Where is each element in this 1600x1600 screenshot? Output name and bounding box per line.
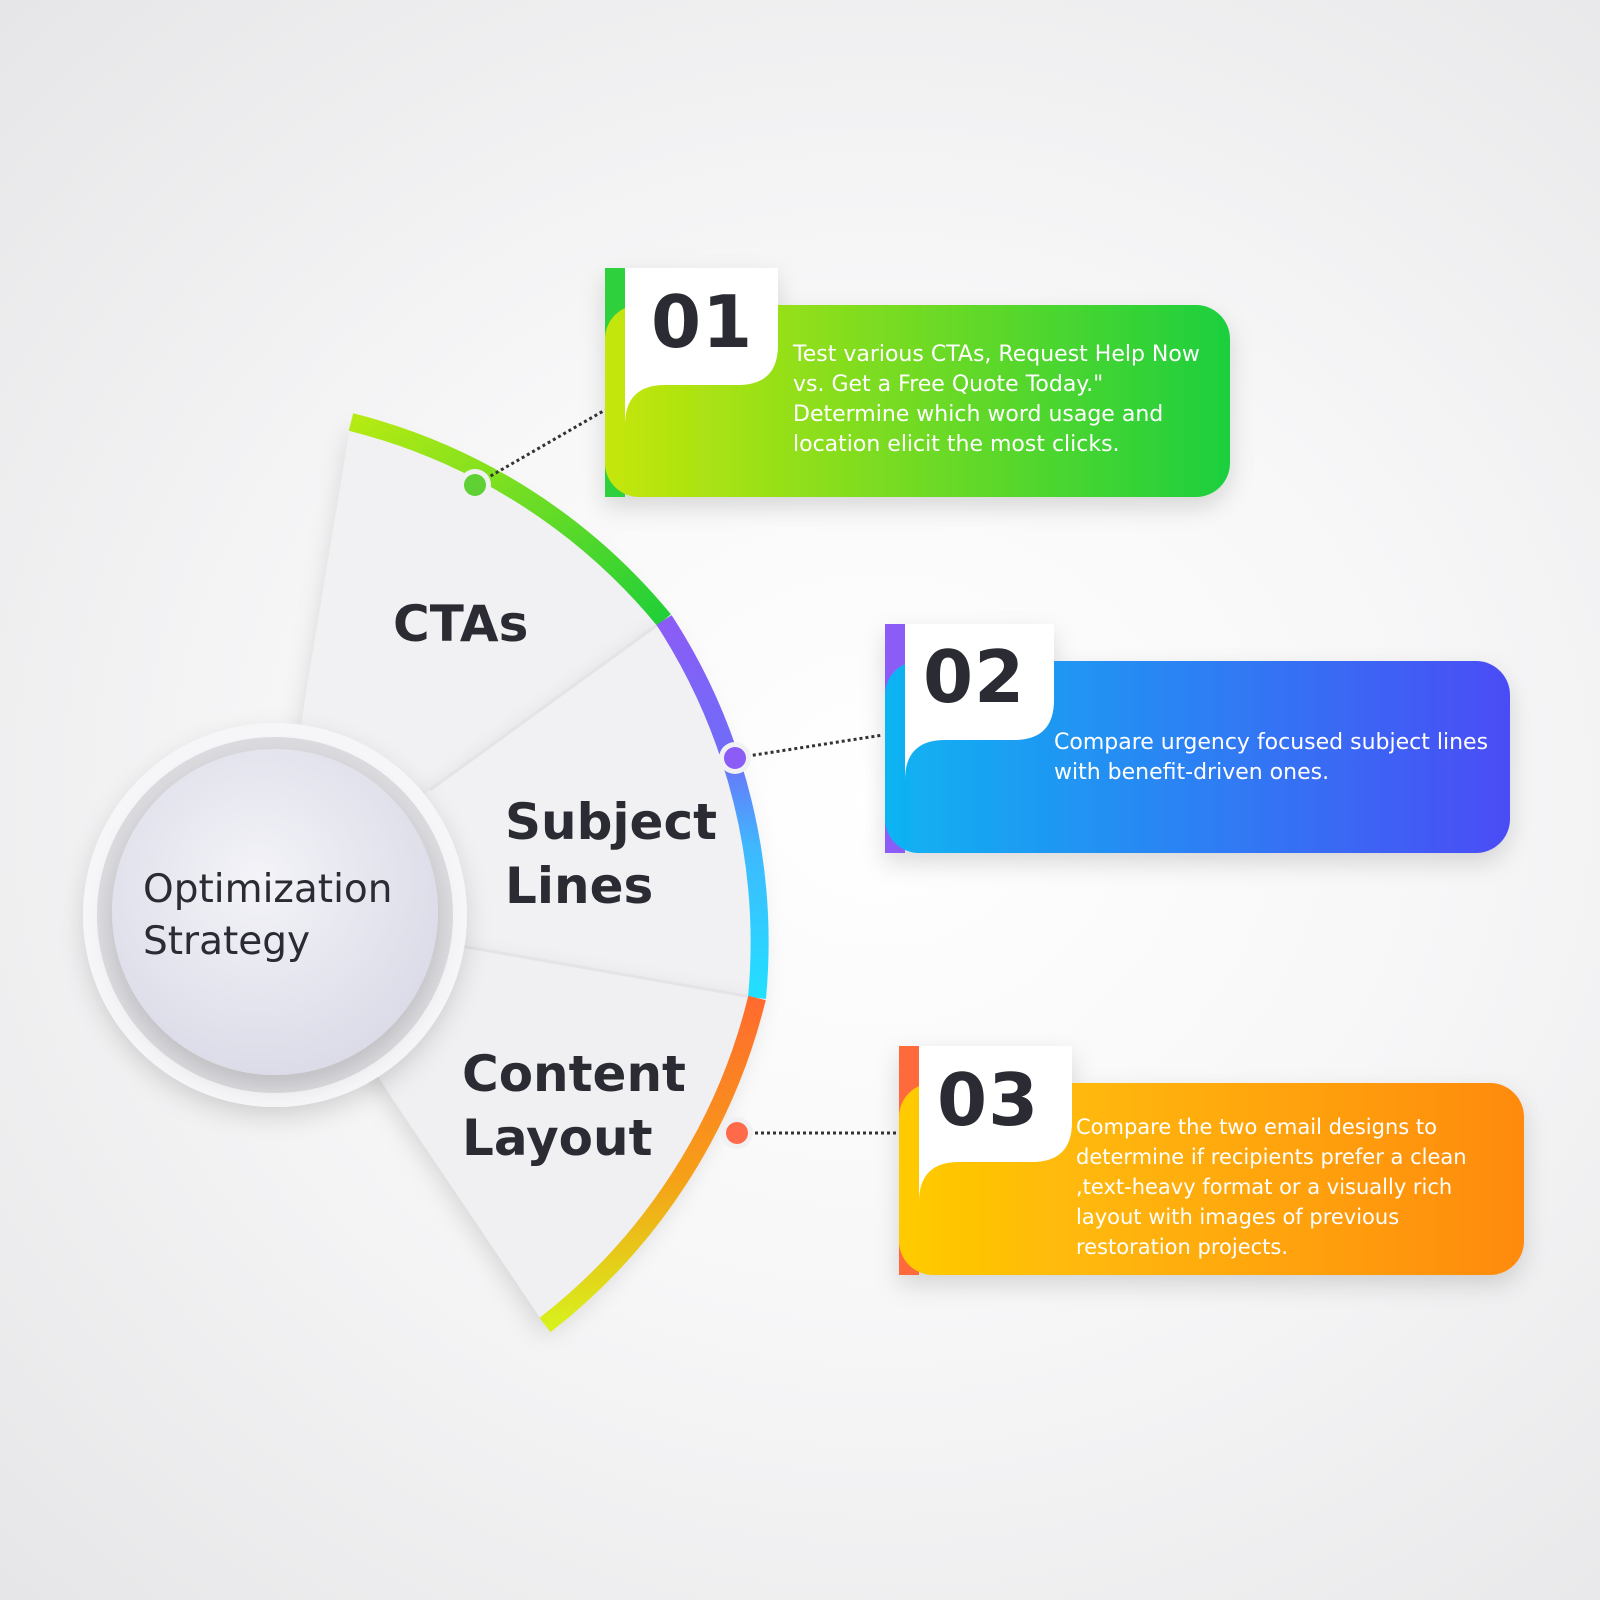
step-card-1[interactable] (605, 268, 1230, 497)
segment-label-ctas: CTAs (393, 592, 528, 656)
segment-label-subject-lines: Subject Lines (505, 790, 717, 918)
center-title-line-1: Optimization (143, 867, 393, 912)
connector-dot-2-inner (724, 747, 746, 769)
arc-segment-ctas (348, 413, 671, 626)
step-description-1: Test various CTAs, Request Help Now vs. … (793, 342, 1200, 457)
segment-label-line: Lines (505, 857, 654, 915)
arc-segment-subject-lines (656, 615, 769, 999)
connector-line-1 (474, 408, 606, 487)
step-card-2[interactable] (885, 624, 1510, 853)
center-title-line-2: Strategy (143, 919, 311, 964)
step-description-3: Compare the two email designs to determi… (1076, 1115, 1467, 1259)
step-description-2: Compare urgency focused subject lines wi… (1054, 730, 1489, 785)
segment-divider (454, 943, 758, 1000)
connector-dot-3-inner (726, 1122, 748, 1144)
step-number-1: 01 (651, 280, 754, 364)
segment-label-line: Layout (462, 1109, 653, 1167)
segment-label-line: Content (462, 1045, 686, 1103)
step-card-3[interactable] (899, 1046, 1524, 1275)
segment-divider (429, 618, 665, 792)
step-number-2: 02 (923, 635, 1026, 719)
center-disc[interactable] (112, 749, 438, 1075)
step-number-3: 03 (937, 1058, 1040, 1142)
center-title: Optimization Strategy (143, 864, 443, 968)
segment-label-line: Subject (505, 793, 717, 851)
arc-segment-content-layout (539, 995, 766, 1333)
segment-label-line: CTAs (393, 595, 529, 653)
segment-label-content-layout: Content Layout (462, 1042, 686, 1170)
connector-line-2 (734, 733, 884, 760)
connector-dot-1-inner (464, 474, 486, 496)
